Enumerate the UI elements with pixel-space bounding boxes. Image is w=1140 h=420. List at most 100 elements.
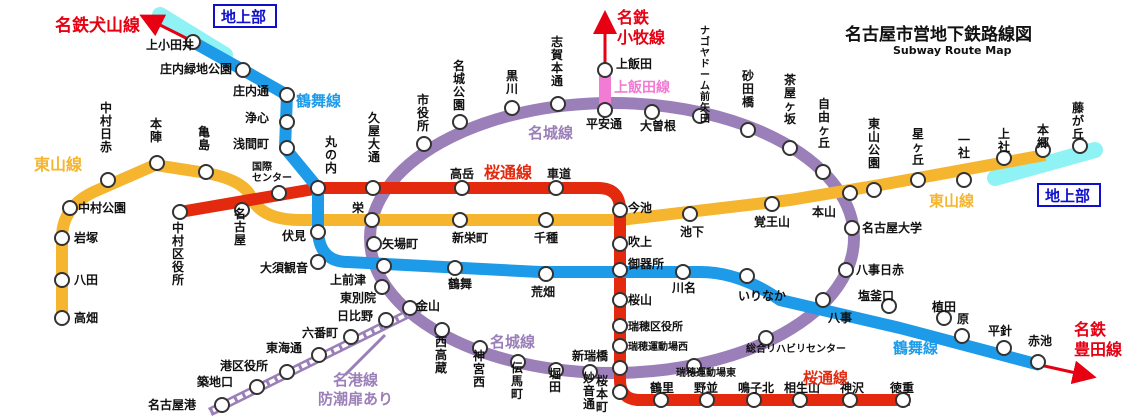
station-marker-iwatsuka[interactable] [54, 230, 70, 246]
station-marker-sogo_rehab[interactable] [758, 330, 774, 346]
station-marker-nakamura_nisseki[interactable] [100, 172, 116, 188]
station-label-hibino: 日比野 [337, 308, 373, 323]
station-marker-issha[interactable] [956, 172, 972, 188]
station-marker-hoshigaoka[interactable] [910, 172, 926, 188]
station-marker-sengencho[interactable] [279, 140, 295, 156]
station-marker-kawana[interactable] [675, 264, 691, 280]
station-marker-aratama_bashi[interactable] [612, 360, 628, 376]
station-marker-akaike[interactable] [1030, 354, 1046, 370]
station-marker-sakurayama[interactable] [612, 292, 628, 308]
station-marker-jiyugaoka[interactable] [815, 164, 831, 180]
station-marker-nagoya_daigaku[interactable] [844, 220, 860, 236]
station-marker-hisaya_odori[interactable] [365, 180, 381, 196]
station-label-ikeshita: 池下 [680, 224, 704, 239]
station-marker-tsukiji_guchi[interactable] [249, 379, 265, 395]
station-marker-chayagasaka[interactable] [782, 140, 798, 156]
station-marker-mizuho_kuyakusho[interactable] [612, 318, 628, 334]
station-marker-tsurusato[interactable] [653, 392, 669, 408]
station-label-minato_kuyakusho: 港区役所 [220, 358, 268, 373]
station-label-temma_cho: 伝馬町 [511, 360, 523, 401]
station-marker-hongo[interactable] [1035, 142, 1051, 158]
station-marker-kurumamichi[interactable] [548, 180, 564, 196]
station-marker-kurokawa[interactable] [504, 100, 520, 116]
station-marker-horita[interactable] [548, 362, 564, 378]
station-marker-higashiyama_koen[interactable] [866, 182, 882, 198]
station-label-nagoyako: 名古屋港 [148, 397, 197, 412]
station-marker-shinsakaemachi[interactable] [452, 212, 468, 228]
station-marker-gokiso[interactable] [612, 262, 628, 278]
station-label-meijo_koen: 名城公園 [453, 58, 465, 112]
station-marker-kamejima[interactable] [198, 164, 214, 180]
station-marker-myoon_dori[interactable] [582, 364, 598, 380]
station-marker-chikusa[interactable] [538, 212, 554, 228]
station-label-iwatsuka: 岩塚 [73, 230, 98, 245]
station-marker-kamiotai[interactable] [185, 34, 201, 50]
station-marker-nagoya_dome[interactable] [692, 108, 708, 124]
station-marker-kamimaezu[interactable] [376, 258, 392, 274]
station-marker-tokushige[interactable] [895, 392, 911, 408]
station-marker-nishi_takakura[interactable] [434, 322, 450, 338]
station-marker-irinaka[interactable] [739, 268, 755, 284]
station-marker-yagoto_nisseki[interactable] [838, 262, 854, 278]
station-marker-meijo_koen[interactable] [452, 114, 468, 130]
station-marker-shiga_hondori[interactable] [550, 96, 566, 112]
station-label-imaike: 今池 [627, 200, 652, 215]
station-marker-rokubancho[interactable] [343, 329, 359, 345]
station-marker-higashi_betsuin[interactable] [374, 279, 390, 295]
station-marker-nakamura_koen[interactable] [62, 200, 78, 216]
station-marker-ozone[interactable] [644, 104, 660, 120]
station-marker-hirabari[interactable] [996, 340, 1012, 356]
station-marker-mizuho_undojo_nishi[interactable] [612, 338, 628, 354]
station-marker-marunouchi[interactable] [310, 180, 326, 196]
station-marker-osu_kannon[interactable] [310, 254, 326, 270]
station-marker-nagoya[interactable] [234, 202, 250, 218]
station-marker-shonai_dori[interactable] [279, 87, 295, 103]
station-marker-yabacho[interactable] [366, 236, 382, 252]
station-marker-joshin[interactable] [279, 114, 295, 130]
station-marker-takabata[interactable] [54, 310, 70, 326]
map-title: 名古屋市営地下鉄路線図 [845, 25, 1032, 45]
label-chijobu-right: 地上部 [1045, 187, 1090, 205]
station-marker-aioiyama[interactable] [792, 392, 808, 408]
station-marker-yagoto[interactable] [815, 292, 831, 308]
station-marker-fushimi[interactable] [310, 224, 326, 240]
station-marker-takaoka[interactable] [454, 180, 470, 196]
station-marker-narumi_kita[interactable] [746, 392, 762, 408]
station-marker-fukiage[interactable] [612, 236, 628, 252]
station-marker-hatta[interactable] [54, 272, 70, 288]
station-marker-sakae[interactable] [364, 212, 380, 228]
station-marker-motoyama[interactable] [842, 185, 858, 201]
station-marker-fujigaoka[interactable] [1072, 138, 1088, 154]
station-marker-mizuho_undojo_higashi[interactable] [686, 358, 702, 374]
station-marker-kakuozan[interactable] [764, 196, 780, 212]
station-marker-arahata[interactable] [538, 266, 554, 282]
station-marker-honjin[interactable] [149, 155, 165, 171]
station-marker-temma_cho[interactable] [510, 354, 526, 370]
station-marker-kamiiida[interactable] [597, 62, 613, 78]
station-marker-heian_dori[interactable] [597, 102, 613, 118]
station-marker-ikeshita[interactable] [682, 206, 698, 222]
station-marker-kamiyashiro[interactable] [996, 150, 1012, 166]
station-marker-sunada_bashi[interactable] [740, 122, 756, 138]
station-marker-jingu_nishi[interactable] [472, 340, 488, 356]
station-marker-tsurumai[interactable] [447, 260, 463, 276]
station-marker-shiogamaguchi[interactable] [881, 298, 897, 314]
station-marker-imaike[interactable] [612, 202, 628, 218]
station-marker-nagoyako[interactable] [214, 397, 230, 413]
station-marker-kamisawa[interactable] [842, 392, 858, 408]
station-marker-hara[interactable] [954, 328, 970, 344]
station-marker-ueda[interactable] [936, 310, 952, 326]
station-marker-kokusai_center[interactable] [271, 185, 287, 201]
station-marker-shonai_ryokuchi[interactable] [235, 62, 251, 78]
station-label-hongo: 本郷 [1037, 122, 1049, 150]
station-marker-tokai_dori[interactable] [311, 347, 327, 363]
station-marker-kanayama[interactable] [402, 300, 418, 316]
station-marker-sakura_hommachi[interactable] [612, 384, 628, 400]
station-marker-minato_kuyakusho[interactable] [279, 364, 295, 380]
station-label-mizuho_kuyakusho: 瑞穂区役所 [628, 319, 683, 333]
station-marker-nakamura_kuyakusho[interactable] [172, 204, 188, 220]
station-marker-nonami[interactable] [699, 392, 715, 408]
station-marker-hibino[interactable] [378, 312, 394, 328]
label-meitetsu-inuyama: 名鉄犬山線 [55, 15, 140, 36]
station-marker-shiyakusho[interactable] [416, 136, 432, 152]
